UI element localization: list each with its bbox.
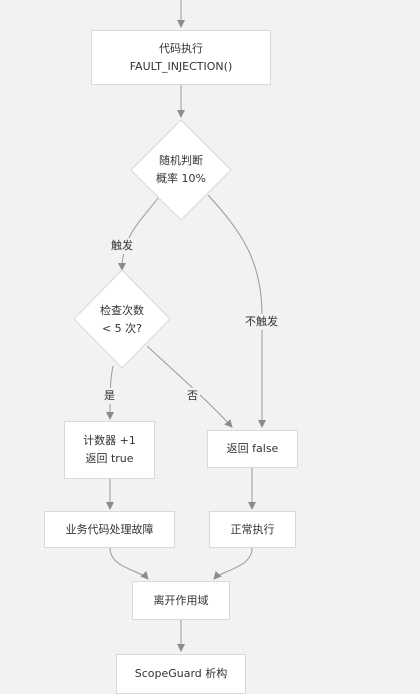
edge-normal-leave [213, 547, 253, 580]
edge-label-yes: 是 [102, 388, 117, 404]
node-handle-fault-label: 业务代码处理故障 [65, 522, 154, 536]
node-return-false-label: 返回 false [226, 442, 279, 455]
decision-check-shape [73, 269, 171, 369]
decision-check: 检查次数 < 5 次? [82, 300, 162, 340]
node-code-exec-line2: FAULT_INJECTION() [129, 59, 233, 73]
decision-random-shape [130, 119, 232, 221]
node-leave-scope-label: 离开作用域 [153, 593, 209, 607]
edge-handle-leave [109, 547, 149, 580]
decision-check-line2: < 5 次? [101, 322, 143, 335]
decision-random-line1: 随机判断 [159, 154, 203, 167]
node-counter-line1: 计数器 +1 [83, 434, 136, 447]
edge-label-trigger: 触发 [109, 238, 135, 254]
edge-label-no: 否 [185, 388, 200, 404]
node-counter-line2: 返回 true [85, 452, 134, 465]
node-return-false: 返回 false [207, 430, 298, 468]
node-scopeguard-destruct: ScopeGuard 析构 [116, 654, 246, 694]
edge-label-not-trigger: 不触发 [243, 314, 280, 330]
decision-random: 随机判断 概率 10% [141, 150, 221, 190]
node-code-exec: 代码执行 FAULT_INJECTION() [91, 30, 271, 85]
node-code-exec-line1: 代码执行 [159, 41, 203, 55]
decision-random-line2: 概率 10% [156, 172, 206, 185]
node-leave-scope: 离开作用域 [132, 581, 230, 620]
edge-check-returnfalse [146, 345, 233, 428]
node-scopeguard-destruct-label: ScopeGuard 析构 [134, 667, 228, 680]
node-normal-exec-label: 正常执行 [230, 522, 275, 536]
node-handle-fault: 业务代码处理故障 [44, 511, 175, 548]
edge-random-returnfalse [207, 194, 266, 428]
node-counter: 计数器 +1 返回 true [64, 421, 155, 479]
node-normal-exec: 正常执行 [209, 511, 296, 548]
edge-random-check [118, 197, 159, 271]
decision-check-line1: 检查次数 [100, 304, 144, 317]
